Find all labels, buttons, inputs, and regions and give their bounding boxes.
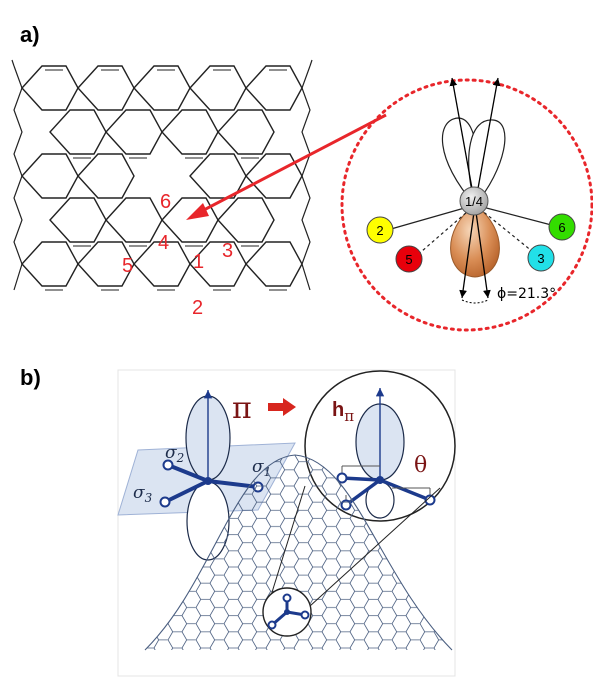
atom-label-6: 6 <box>160 191 171 213</box>
theta-label: θ <box>414 453 427 478</box>
zoom-line-left <box>268 485 306 603</box>
panel-a-label: a) <box>20 22 40 47</box>
neighbor-atom-3 <box>527 244 555 272</box>
inset-bond-right <box>379 478 431 502</box>
atom-label-4: 4 <box>158 232 169 254</box>
nanotube <box>11 59 313 291</box>
callout-arrow <box>186 113 387 220</box>
bond-to-5 <box>413 204 476 259</box>
dome-atom-right <box>300 610 310 620</box>
neighbor-atom-6 <box>548 213 576 241</box>
inset-atom-left <box>336 472 348 484</box>
upper-lobe-right <box>468 119 506 207</box>
dome-atom-up <box>282 593 292 603</box>
lower-lobe <box>450 204 500 278</box>
pi-label: π <box>232 391 252 426</box>
neighbor-atom-5-label: 5 <box>405 252 412 267</box>
atom-label-1: 1 <box>193 251 204 273</box>
sigma3-bond <box>164 479 209 504</box>
axis-arrow-right <box>474 77 501 206</box>
atom-label-5: 5 <box>122 255 133 277</box>
bond-to-3 <box>474 204 539 257</box>
neighbor-atom-5 <box>395 245 423 273</box>
angle-arc <box>461 299 489 304</box>
angle-label: ϕ=21.3° <box>497 286 556 302</box>
dome-center-carbon <box>284 609 290 615</box>
inset-bond-left <box>341 476 381 482</box>
zoom-circle <box>340 78 593 332</box>
inset-atom-right <box>424 494 436 506</box>
sigma2-label: σ2 <box>165 443 184 465</box>
neighbor-atom-2-label: 2 <box>376 223 383 238</box>
axis-arrow-left <box>449 77 476 206</box>
sigma3-label: σ3 <box>133 483 153 505</box>
sigma3-atom <box>159 496 171 508</box>
hybrid-orbital-inset: hπ θ <box>304 370 456 522</box>
sp-orbital-diagram: σ2 σ1 σ3 π <box>117 390 296 561</box>
neighbor-atom-6-label: 6 <box>558 220 565 235</box>
axis-arrow-down-left <box>459 204 476 299</box>
center-atom-label: 1/4 <box>465 194 483 209</box>
neighbor-atom-2 <box>366 216 394 244</box>
orbital-inset: 1/4 2 5 6 3 ϕ=21.3° <box>366 77 576 304</box>
sigma2-atom <box>162 459 174 471</box>
axis-arrow-down-right <box>474 204 491 299</box>
bond-to-2 <box>383 204 476 232</box>
center-carbon <box>204 477 212 485</box>
dome-atom-left <box>267 620 277 630</box>
panel-b-label: b) <box>20 365 41 390</box>
atom-label-3: 3 <box>222 240 233 262</box>
bond-to-6 <box>474 204 560 228</box>
center-atom <box>459 186 489 216</box>
h-pi-label: hπ <box>332 399 354 425</box>
zoom-line-right <box>309 487 441 607</box>
sigma2-bond <box>167 463 209 483</box>
atom-label-2: 2 <box>192 297 203 319</box>
transition-arrow <box>268 398 296 416</box>
neighbor-atom-3-label: 3 <box>537 251 544 266</box>
inset-center-carbon <box>376 476 384 484</box>
